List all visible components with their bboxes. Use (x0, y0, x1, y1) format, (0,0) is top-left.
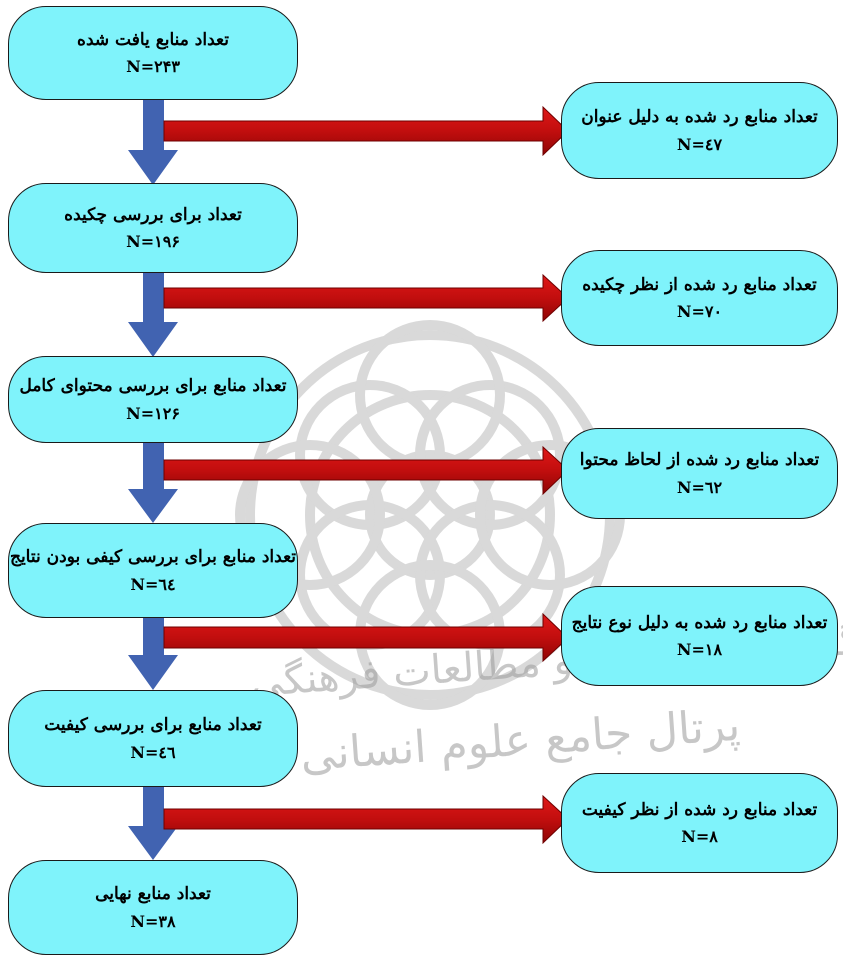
excluded-count: N=۱۸ (676, 640, 723, 660)
stage-count: N=٦٤ (130, 574, 176, 594)
down-arrow-5 (128, 787, 178, 860)
excluded-count: N=٤٧ (676, 134, 723, 154)
excluded-title: تعداد منابع رد شده از لحاظ محتوا (579, 450, 820, 471)
excluded-count: N=۸ (681, 827, 718, 847)
excluded-box-quality: تعداد منابع رد شده از نظر کیفیت N=۸ (561, 773, 838, 873)
stage-title: تعداد برای بررسی چکیده (64, 204, 242, 225)
down-arrow-1 (128, 100, 178, 185)
right-arrow-2 (163, 273, 569, 323)
right-arrow-5 (163, 794, 569, 845)
excluded-title: تعداد منابع رد شده به دلیل عنوان (581, 107, 818, 128)
stage-box-final: تعداد منابع نهایی N=۳۸ (8, 860, 298, 955)
stage-count: N=۳۸ (130, 911, 176, 931)
down-arrow-4 (128, 618, 178, 690)
stage-title: تعداد منابع یافت شده (77, 29, 229, 50)
excluded-count: N=٦٢ (676, 477, 723, 497)
stage-count: N=۲۴۳ (126, 57, 180, 77)
right-arrow-1 (163, 105, 569, 157)
excluded-title: تعداد منابع رد شده از نظر کیفیت (581, 799, 818, 820)
right-arrow-3 (163, 445, 569, 496)
excluded-box-results-type: تعداد منابع رد شده به دلیل نوع نتایج N=۱… (561, 586, 838, 686)
excluded-box-title: تعداد منابع رد شده به دلیل عنوان N=٤٧ (561, 82, 838, 179)
stage-count: N=٤٦ (130, 742, 176, 762)
excluded-title: تعداد منابع رد شده از نظر چکیده (582, 274, 817, 295)
down-arrow-2 (128, 273, 178, 357)
stage-box-results-quality-review: تعداد منابع برای بررسی کیفی بودن نتایج N… (8, 523, 298, 618)
excluded-box-abstract: تعداد منابع رد شده از نظر چکیده N=۷۰ (561, 250, 838, 346)
stage-title: تعداد منابع نهایی (95, 884, 211, 905)
stage-box-abstract-review: تعداد برای بررسی چکیده N=۱۹۶ (8, 183, 298, 273)
excluded-title: تعداد منابع رد شده به دلیل نوع نتایج (571, 612, 828, 633)
stage-title: تعداد منابع برای بررسی محتوای کامل (19, 376, 287, 397)
stage-count: N=۱۲۶ (126, 403, 180, 423)
right-arrow-4 (163, 612, 569, 663)
stage-box-found: تعداد منابع یافت شده N=۲۴۳ (8, 6, 298, 100)
stage-count: N=۱۹۶ (126, 232, 180, 252)
down-arrow-3 (128, 443, 178, 523)
stage-title: تعداد منابع برای بررسی کیفی بودن نتایج (9, 547, 297, 568)
excluded-box-content: تعداد منابع رد شده از لحاظ محتوا N=٦٢ (561, 428, 838, 519)
stage-box-full-text-review: تعداد منابع برای بررسی محتوای کامل N=۱۲۶ (8, 356, 298, 443)
stage-title: تعداد منابع برای بررسی کیفیت (44, 715, 262, 736)
excluded-count: N=۷۰ (676, 302, 723, 322)
stage-box-quality-review: تعداد منابع برای بررسی کیفیت N=٤٦ (8, 690, 298, 787)
